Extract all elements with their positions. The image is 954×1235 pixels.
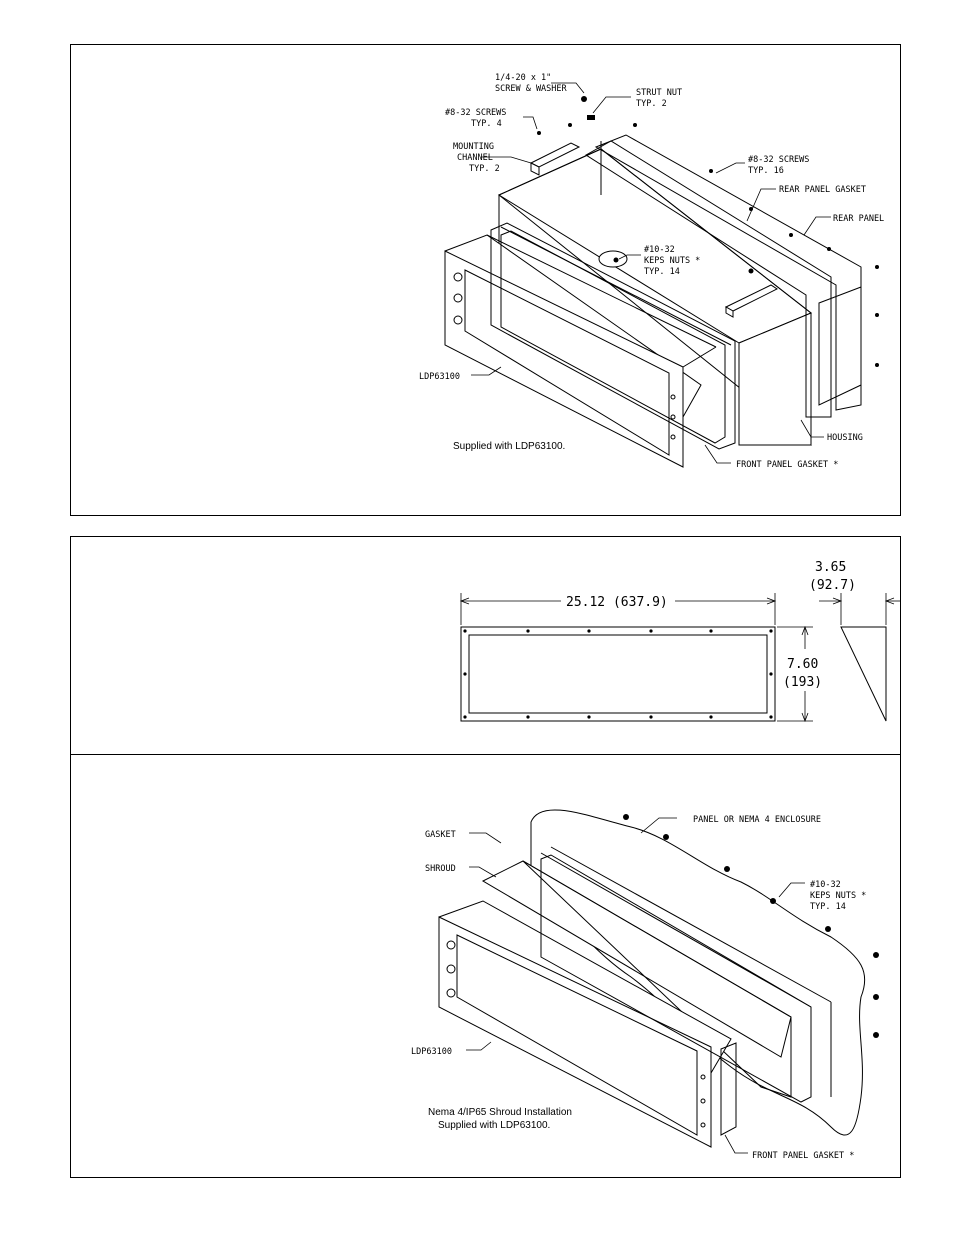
label-rear-panel: REAR PANEL bbox=[833, 214, 884, 224]
rear-panel-frames bbox=[585, 134, 862, 418]
caption-shroud-1: Nema 4/IP65 Shroud Installation bbox=[428, 1107, 572, 1118]
dim-height-mm: (193) bbox=[783, 675, 822, 690]
label-keps-nuts-1: #10-32 bbox=[644, 245, 675, 255]
label-mounting-channel-2: CHANNEL bbox=[457, 153, 493, 163]
gasket-holes bbox=[463, 629, 773, 719]
label-screw-washer-2: SCREW & WASHER bbox=[495, 84, 568, 94]
shroud-leader-lines bbox=[466, 817, 805, 1154]
caption-supplied: Supplied with LDP63100. bbox=[453, 441, 565, 452]
label-model: LDP63100 bbox=[419, 372, 460, 382]
label-gasket: GASKET bbox=[425, 830, 456, 840]
label-mounting-channel-3: TYP. 2 bbox=[469, 164, 500, 174]
label-screw-washer-1: 1/4-20 x 1" bbox=[495, 73, 551, 83]
mounting-channels bbox=[529, 142, 778, 318]
label-rear-panel-gasket: REAR PANEL GASKET bbox=[779, 185, 866, 195]
side-profile bbox=[840, 626, 887, 722]
label-shroud-keps-nuts-1: #10-32 bbox=[810, 880, 841, 890]
dimension-lines bbox=[459, 593, 901, 723]
gasket-outline bbox=[460, 626, 776, 722]
dim-height-in: 7.60 bbox=[787, 657, 818, 672]
label-shroud: SHROUD bbox=[425, 864, 456, 874]
section-divider bbox=[71, 754, 900, 755]
housing-assembly-drawing: 1/4-20 x 1" SCREW & WASHER STRUT NUT TYP… bbox=[419, 73, 884, 470]
front-display-unit bbox=[444, 226, 732, 468]
label-strut-nut-2: TYP. 2 bbox=[636, 99, 667, 109]
dim-depth-mm: (92.7) bbox=[809, 578, 856, 593]
label-strut-nut-1: STRUT NUT bbox=[636, 88, 682, 98]
label-mounting-channel-1: MOUNTING bbox=[453, 142, 494, 152]
label-8-32-screws-a-2: TYP. 4 bbox=[471, 119, 502, 129]
label-housing: HOUSING bbox=[827, 433, 863, 443]
shroud-gasket-frames bbox=[540, 854, 812, 1136]
dim-width: 25.12 (637.9) bbox=[566, 595, 668, 610]
label-front-panel-gasket: FRONT PANEL GASKET * bbox=[736, 460, 838, 470]
label-keps-nuts-2: KEPS NUTS * bbox=[644, 256, 700, 266]
shroud-nuts bbox=[623, 814, 879, 1038]
housing-assembly-panel: 1/4-20 x 1" SCREW & WASHER STRUT NUT TYP… bbox=[70, 44, 901, 516]
dimension-labels: 25.12 (637.9) 3.65 (92.7) 7.60 (193) bbox=[566, 560, 856, 690]
label-shroud-model: LDP63100 bbox=[411, 1047, 452, 1057]
label-8-32-screws-a-1: #8-32 SCREWS bbox=[445, 108, 506, 118]
shroud-labels: PANEL OR NEMA 4 ENCLOSURE GASKET SHROUD … bbox=[411, 815, 866, 1161]
shroud-front-unit bbox=[438, 900, 732, 1148]
dimensions-shroud-drawing: 25.12 (637.9) 3.65 (92.7) 7.60 (193) bbox=[411, 560, 901, 1161]
dim-depth-in: 3.65 bbox=[815, 560, 846, 575]
caption-shroud-2: Supplied with LDP63100. bbox=[438, 1120, 550, 1131]
label-shroud-keps-nuts-3: TYP. 14 bbox=[810, 902, 846, 912]
label-panel-enclosure: PANEL OR NEMA 4 ENCLOSURE bbox=[693, 815, 821, 825]
label-shroud-keps-nuts-2: KEPS NUTS * bbox=[810, 891, 866, 901]
housing-box bbox=[497, 148, 812, 447]
assembly-labels: 1/4-20 x 1" SCREW & WASHER STRUT NUT TYP… bbox=[419, 73, 884, 470]
front-panel-gasket-frame bbox=[490, 222, 736, 450]
dimensions-shroud-panel: 25.12 (637.9) 3.65 (92.7) 7.60 (193) bbox=[70, 536, 901, 1178]
label-shroud-front-panel-gasket: FRONT PANEL GASKET * bbox=[752, 1151, 854, 1161]
label-8-32-screws-b-1: #8-32 SCREWS bbox=[748, 155, 809, 165]
label-8-32-screws-b-2: TYP. 16 bbox=[748, 166, 784, 176]
label-keps-nuts-3: TYP. 14 bbox=[644, 267, 680, 277]
leader-lines bbox=[471, 82, 831, 464]
